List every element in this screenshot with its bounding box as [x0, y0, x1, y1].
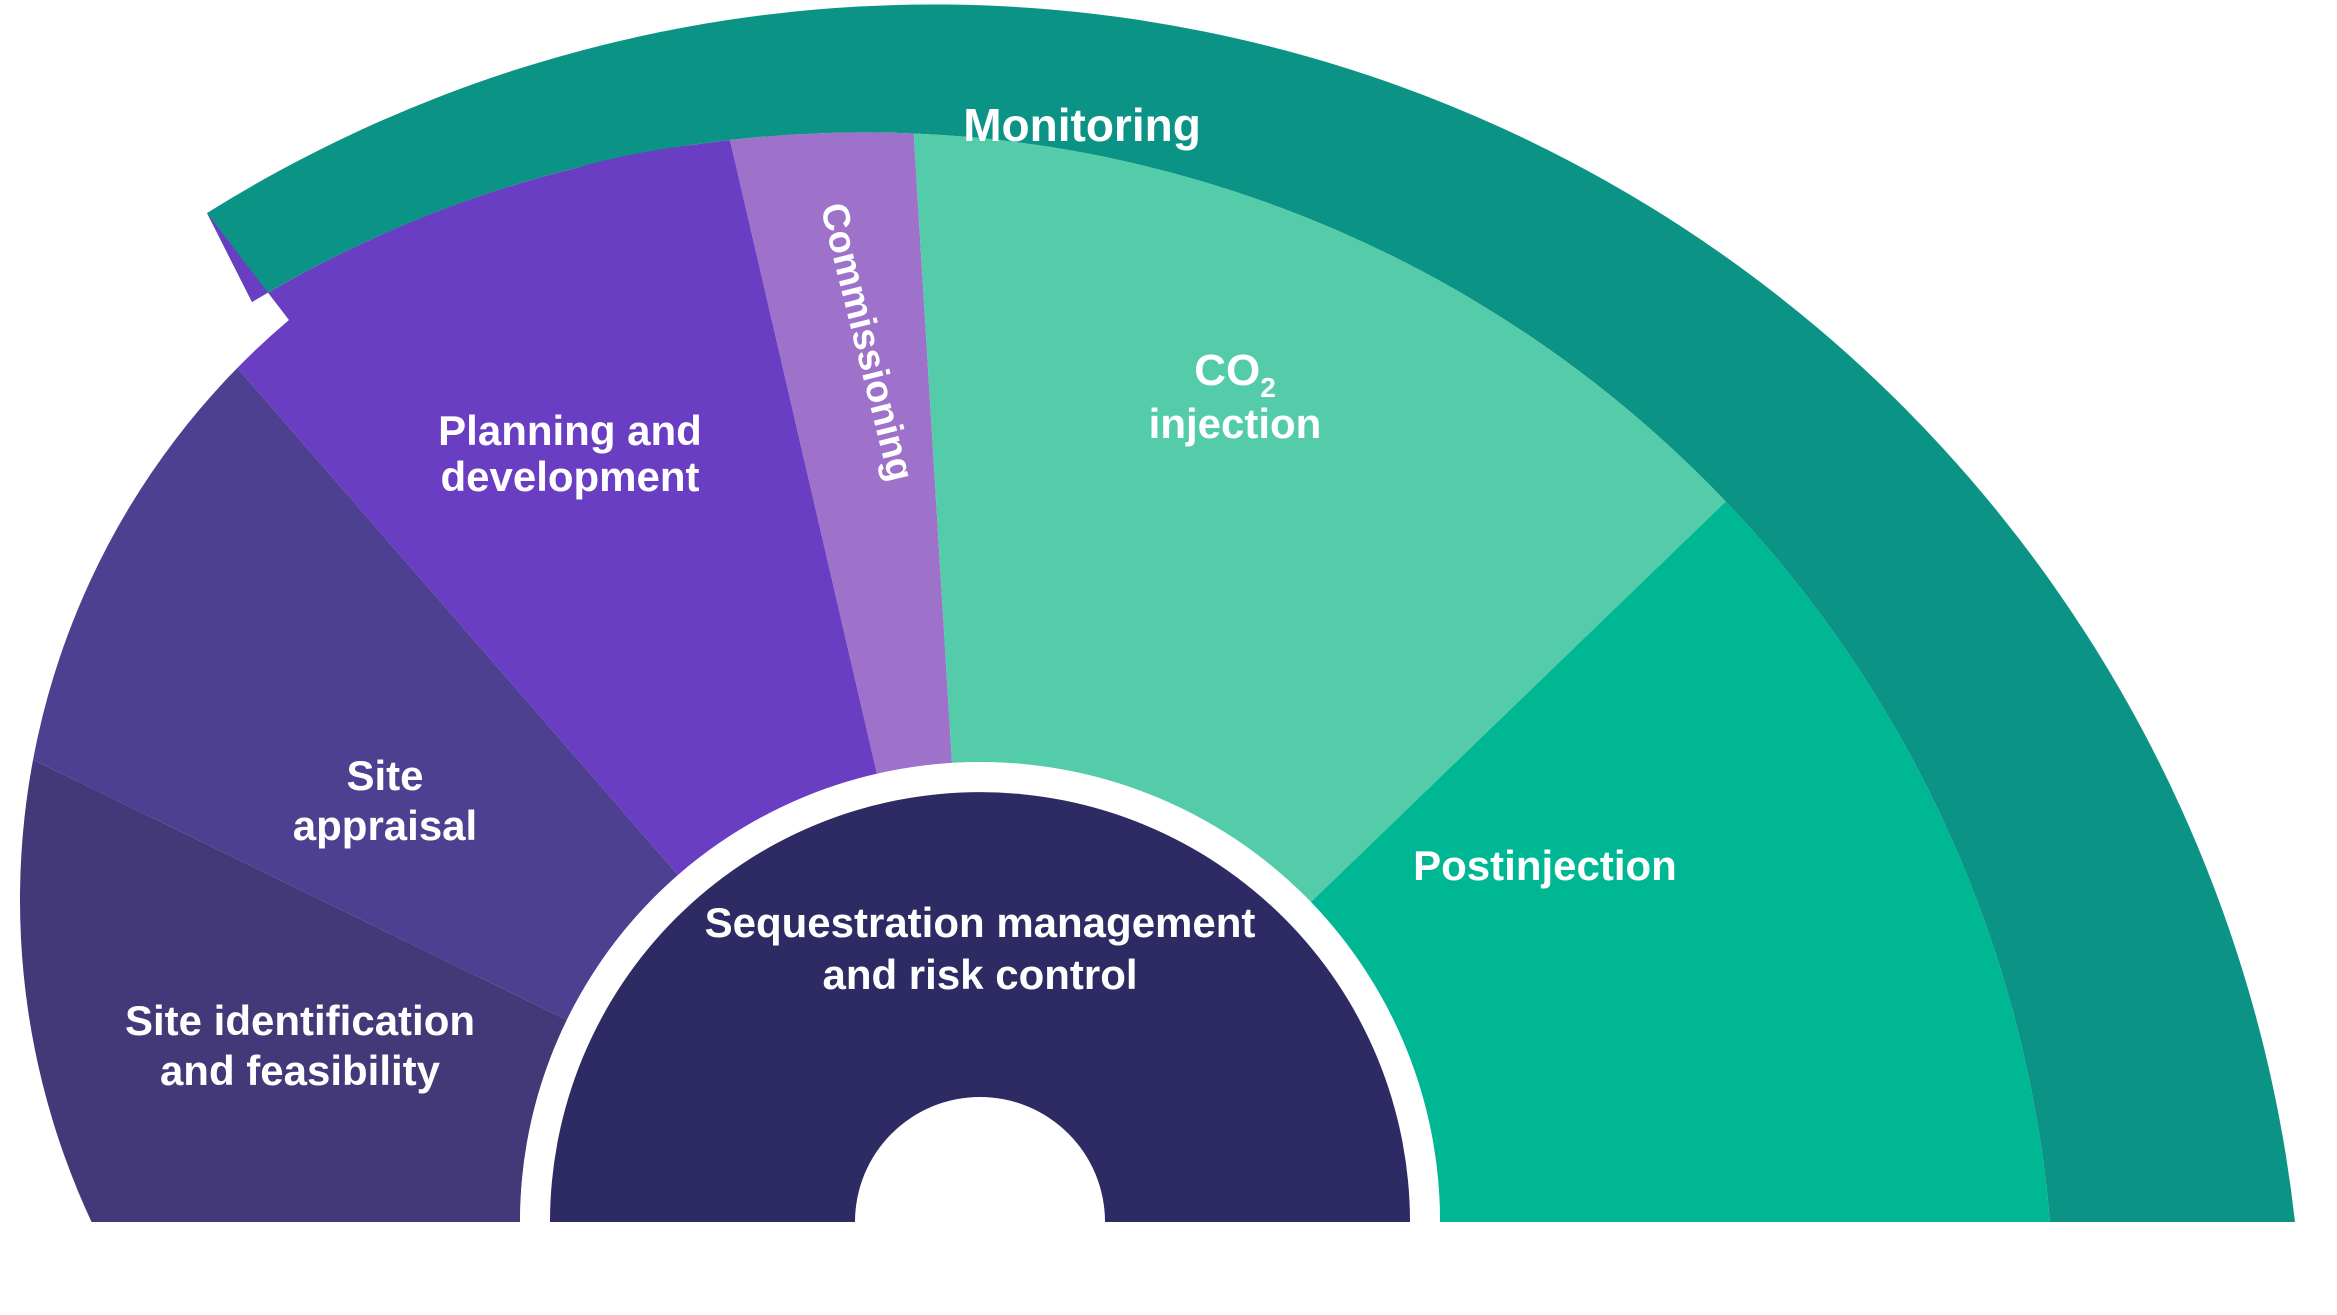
label-co2-injection: injection [1149, 400, 1322, 447]
label-sequestration-line1: Sequestration management [705, 899, 1256, 946]
core-center-hole [855, 1097, 1105, 1222]
segment-commissioning [676, 132, 952, 774]
label-planning-line1: Planning and [438, 407, 702, 454]
label-site-identification-line2: and feasibility [160, 1047, 441, 1094]
label-co2: CO2 [1194, 346, 1276, 403]
segment-co2-injection [898, 132, 1951, 902]
label-sequestration-line2: and risk control [822, 951, 1137, 998]
label-co2-subscript: 2 [1260, 372, 1276, 403]
label-site-appraisal-line2: appraisal [293, 802, 477, 849]
segment-site-identification [20, 630, 567, 1222]
segment-sequestration-core [550, 792, 1410, 1222]
segment-monitoring-band [207, 4, 2295, 1222]
label-postinjection: Postinjection [1413, 842, 1677, 889]
label-site-appraisal-line1: Site [346, 752, 423, 799]
segment-postinjection [1311, 284, 2050, 1222]
label-planning-line2: development [440, 453, 699, 500]
label-monitoring: Monitoring [963, 99, 1201, 151]
label-co2-main: CO [1194, 346, 1260, 395]
label-site-identification-line1: Site identification [125, 997, 475, 1044]
segment-site-appraisal [20, 203, 678, 1020]
